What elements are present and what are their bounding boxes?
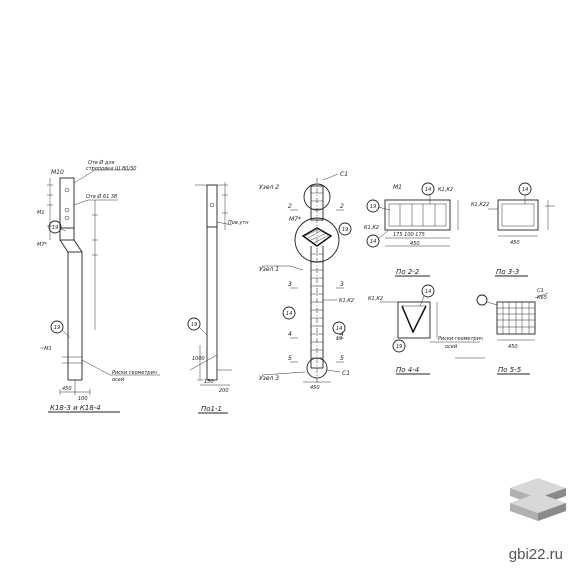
label-m7-b: М7* — [289, 216, 301, 223]
section-3-left: 3 — [288, 281, 292, 288]
label-m10: М10 — [51, 169, 64, 176]
column-side-view-1-1: 19 Пов.утн 1000 130 200 По1-1 — [187, 182, 249, 414]
section-3-3: 14 К1,К22 450 По 3-3 — [471, 182, 555, 277]
dim-1000: 1000 — [192, 356, 205, 362]
dim-450-b: 450 — [310, 385, 320, 391]
caption-2-2: По 2-2 — [396, 268, 420, 276]
label-19-e: 19 — [336, 336, 342, 342]
caption-4-4: По 4-4 — [396, 366, 419, 374]
dim-450-d: 450 — [510, 240, 520, 246]
label-hole-top: Отв Ø для — [88, 159, 115, 166]
label-riski-4: осей — [445, 344, 458, 350]
label-m1-c: М1 — [393, 184, 402, 191]
label-m7: М7* — [37, 242, 47, 248]
label-k65: К65 — [537, 295, 547, 301]
section-2-right: 2 — [340, 203, 344, 210]
callout-14-a: 14 — [286, 311, 292, 317]
dim-450-c: 450 — [410, 241, 420, 247]
label-k1k22: К1,К22 — [471, 202, 489, 208]
site-logo-icon — [510, 478, 566, 521]
callout-14-c: 14 — [425, 187, 431, 193]
caption-3-3: По 3-3 — [496, 268, 519, 276]
label-uzel2: Узел 2 — [259, 184, 279, 191]
caption-k18: К18-3 и К18-4 — [50, 404, 101, 412]
callout-19-f: 19 — [370, 204, 376, 210]
label-k1k2-a: К1,К2 — [339, 298, 354, 304]
callout-14-b: 14 — [336, 326, 342, 332]
callout-14-d: 14 — [370, 239, 376, 245]
callout-14-f: 14 — [425, 289, 431, 295]
column-elevation-k18: М10 Отв Ø для строповки Ш 80/30 Отв Ø 61… — [37, 159, 160, 413]
label-pov: Пов.утн — [228, 220, 249, 226]
callout-19-b: 19 — [54, 325, 60, 331]
section-2-left: 2 — [288, 203, 292, 210]
dims-175-100-175: 175 100 175 — [393, 232, 425, 238]
label-riski-1: Риски геометрич — [112, 370, 157, 376]
section-5-5: С1 К65 450 По 5-5 — [476, 288, 549, 375]
label-m1-b: ~М1 — [40, 346, 52, 352]
section-3-right: 3 — [340, 281, 344, 288]
site-watermark: gbi22.ru — [508, 546, 563, 563]
callout-19-c: 19 — [191, 322, 197, 328]
callout-19-d: 19 — [342, 227, 348, 233]
label-uzel3: Узел 3 — [259, 375, 279, 382]
section-4-4: К1,К2 14 19 Риски геометрич осей По 4-4 — [368, 284, 485, 375]
section-4-left: 4 — [288, 331, 292, 338]
label-c1-c: С1 — [537, 288, 544, 294]
callout-14-e: 14 — [522, 187, 528, 193]
label-k1k2-b: К1,К2 — [438, 187, 453, 193]
label-m1: М1 — [37, 210, 45, 216]
dim-450-e: 450 — [508, 344, 518, 350]
dim-450: 450 — [62, 386, 72, 392]
label-hole-mid: Отв Ø 61 38 — [86, 193, 117, 200]
label-c1-a: С1 — [340, 171, 348, 178]
dim-200: 200 — [219, 388, 229, 394]
label-hole-top-2: строповки Ш 80/30 — [86, 166, 136, 172]
label-riski-3: Риски геометрич — [438, 336, 483, 342]
caption-5-5: По 5-5 — [498, 366, 522, 374]
dim-130: 130 — [204, 379, 214, 385]
callout-19-a: 19 — [52, 225, 58, 231]
dim-100: 100 — [78, 396, 88, 402]
reinforcement-cage-elevation: Узел 2 М7* Узел 1 С1 С1 19 14 14 19 К1,К… — [259, 171, 354, 391]
section-2-2: М1 14 К1,К2 19 К1,К2 14 175 100 175 450 … — [364, 182, 459, 277]
section-5-right: 5 — [340, 355, 344, 362]
section-5-left: 5 — [288, 355, 292, 362]
label-k1k2-d: К1,К2 — [368, 296, 383, 302]
label-riski-2: осей — [112, 377, 125, 383]
section-4-right: 4 — [340, 331, 344, 338]
label-k1k2-c: К1,К2 — [364, 225, 379, 231]
callout-19-g: 19 — [396, 344, 402, 350]
label-c1-b: С1 — [342, 370, 350, 377]
label-uzel1: Узел 1 — [259, 266, 279, 273]
caption-1-1: По1-1 — [201, 405, 222, 413]
